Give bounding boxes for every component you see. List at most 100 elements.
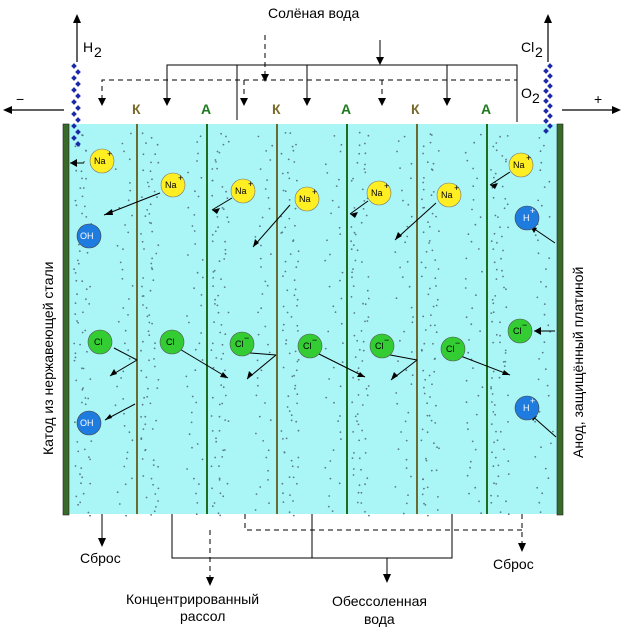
cl2-label: Cl bbox=[521, 39, 534, 55]
gas-bubble bbox=[71, 111, 77, 117]
solution-dot bbox=[350, 248, 353, 251]
solution-dot bbox=[503, 286, 505, 289]
solution-dot bbox=[367, 134, 370, 137]
solution-dot bbox=[267, 469, 269, 472]
solution-dot bbox=[74, 272, 77, 274]
solution-dot bbox=[187, 171, 190, 174]
solution-dot bbox=[142, 340, 144, 343]
solution-dot bbox=[432, 162, 435, 165]
svg-text:+: + bbox=[454, 183, 459, 193]
solution-dot bbox=[190, 421, 193, 424]
solution-dot bbox=[331, 510, 334, 512]
solution-dot bbox=[129, 189, 132, 192]
solution-dot bbox=[534, 234, 537, 237]
solution-dot bbox=[213, 269, 216, 272]
solution-dot bbox=[224, 248, 227, 251]
solution-dot bbox=[141, 240, 144, 243]
gas-bubble bbox=[543, 108, 549, 114]
solution-dot bbox=[540, 281, 542, 283]
solution-dot bbox=[89, 378, 92, 380]
solution-dot bbox=[211, 194, 214, 197]
solution-dot bbox=[76, 293, 78, 296]
solution-dot bbox=[287, 158, 290, 161]
solution-dot bbox=[434, 277, 437, 280]
solution-dot bbox=[265, 456, 268, 459]
solution-dot bbox=[201, 259, 204, 261]
solution-dot bbox=[353, 231, 356, 234]
solution-dot bbox=[280, 152, 283, 155]
solution-dot bbox=[435, 331, 438, 334]
solution-dot bbox=[361, 429, 363, 432]
minus-sign: − bbox=[16, 91, 24, 107]
solution-dot bbox=[422, 188, 425, 191]
solution-dot bbox=[471, 208, 473, 211]
solution-dot bbox=[333, 135, 336, 137]
solution-dot bbox=[421, 198, 423, 201]
gas-bubbles bbox=[71, 63, 553, 147]
solution-dot bbox=[148, 213, 151, 215]
solution-dot bbox=[494, 172, 497, 175]
solution-dot bbox=[271, 144, 274, 147]
solution-dot bbox=[144, 423, 147, 426]
solution-dot bbox=[395, 392, 398, 394]
solution-dot bbox=[490, 240, 493, 243]
solution-dot bbox=[547, 477, 550, 480]
solution-dot bbox=[221, 186, 224, 188]
solution-dot bbox=[211, 179, 214, 182]
solution-dot bbox=[141, 196, 143, 199]
svg-text:Cl: Cl bbox=[513, 326, 522, 336]
solution-dot bbox=[421, 428, 424, 431]
solution-dot bbox=[224, 369, 226, 372]
solution-dot bbox=[74, 352, 77, 355]
solution-dot bbox=[224, 240, 227, 243]
solution-dot bbox=[293, 279, 296, 282]
solution-dot bbox=[341, 361, 344, 363]
solution-dot bbox=[131, 214, 134, 217]
solution-dot bbox=[422, 181, 425, 184]
o2-subscript: 2 bbox=[532, 90, 540, 106]
solution-dot bbox=[79, 187, 82, 190]
solution-dot bbox=[296, 360, 299, 363]
solution-dot bbox=[534, 420, 536, 423]
solution-dot bbox=[86, 251, 89, 254]
solution-dot bbox=[402, 512, 405, 515]
solution-dot bbox=[81, 388, 84, 391]
solution-dot bbox=[224, 252, 227, 255]
solution-dot bbox=[294, 224, 296, 227]
solution-dot bbox=[141, 458, 144, 460]
solution-dot bbox=[286, 311, 289, 314]
solution-dot bbox=[145, 376, 148, 379]
anode-label: Анод, защищённый платиной bbox=[570, 267, 586, 458]
solution-dot bbox=[426, 414, 429, 417]
solution-dot bbox=[257, 135, 260, 138]
solution-dot bbox=[365, 214, 368, 217]
solution-dot bbox=[291, 465, 294, 468]
solution-dot bbox=[254, 509, 257, 511]
solution-dot bbox=[364, 163, 366, 166]
solution-dot bbox=[548, 216, 551, 218]
solution-dot bbox=[505, 158, 507, 161]
solution-dot bbox=[215, 161, 217, 163]
solution-dot bbox=[155, 506, 157, 508]
solution-dot bbox=[225, 190, 228, 193]
solution-dot bbox=[361, 404, 364, 406]
solution-dot bbox=[339, 150, 342, 153]
solution-dot bbox=[358, 439, 360, 442]
solution-dot bbox=[76, 320, 78, 322]
svg-text:Cl: Cl bbox=[446, 344, 455, 354]
solution-dot bbox=[264, 402, 266, 404]
solution-dot bbox=[84, 403, 87, 406]
gas-bubble bbox=[543, 128, 549, 134]
solution-dot bbox=[474, 448, 477, 451]
solution-dot bbox=[470, 240, 473, 243]
solution-dot bbox=[435, 469, 438, 472]
anode-plate bbox=[556, 123, 564, 516]
solution-dot bbox=[85, 150, 87, 152]
solution-dot bbox=[427, 514, 429, 517]
solution-dot bbox=[77, 262, 80, 265]
solution-dot bbox=[424, 329, 427, 331]
gas-bubble bbox=[75, 105, 81, 111]
solution-dot bbox=[338, 226, 341, 229]
solution-dot bbox=[80, 482, 82, 485]
solution-dot bbox=[422, 152, 424, 155]
